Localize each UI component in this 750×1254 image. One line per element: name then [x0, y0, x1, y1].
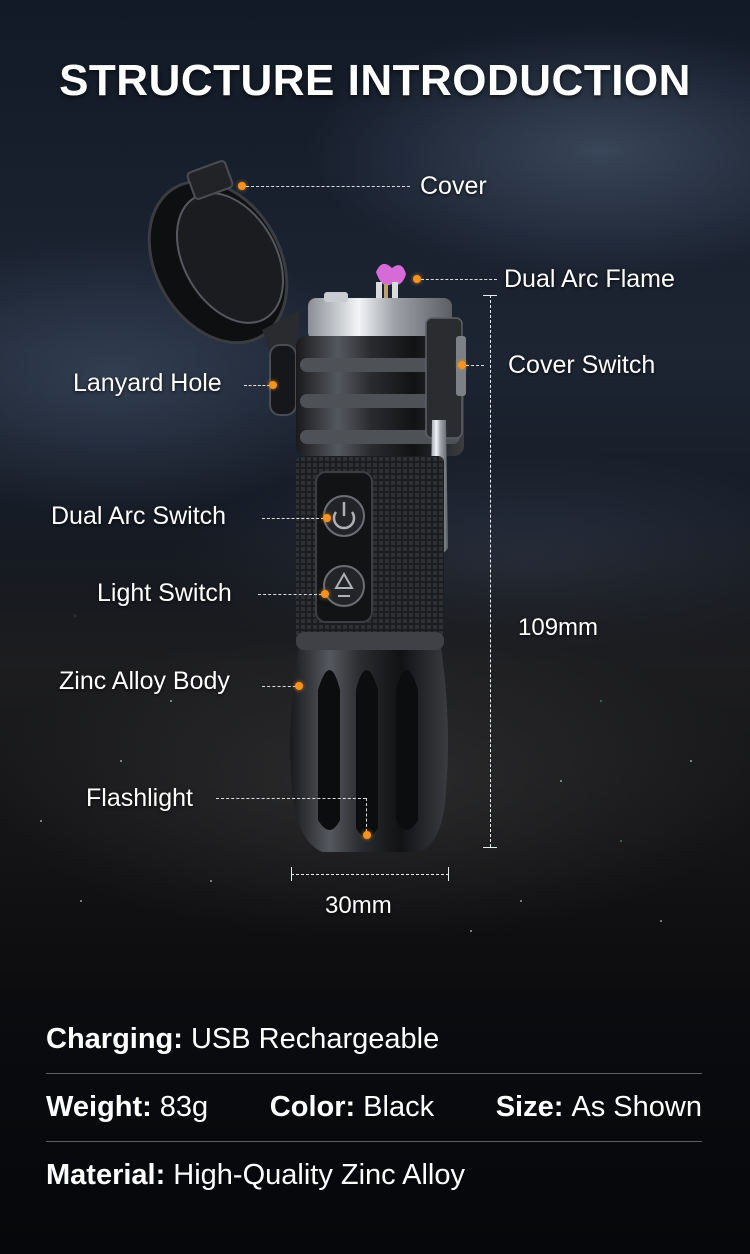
light-switch-label: Light Switch: [97, 579, 232, 607]
lanyard-hook: [269, 344, 297, 416]
width-dim-text: 30mm: [325, 892, 392, 919]
knurled-body: [296, 456, 444, 646]
chrome-head: [308, 263, 452, 340]
color-key: Color:: [269, 1091, 356, 1123]
spec-row-weight-color-size: Weight: 83g Color: Black Size: As Shown: [46, 1073, 702, 1141]
material-key: Material:: [46, 1159, 166, 1191]
cover-switch-dot: [458, 361, 466, 369]
cover-cap: [147, 160, 300, 352]
color-value: Black: [363, 1091, 435, 1123]
light-switch-leader: [258, 594, 322, 595]
width-dim-tick-right: [448, 867, 449, 881]
dual-arc-switch-leader: [262, 518, 324, 519]
charging-value: USB Rechargeable: [190, 1023, 440, 1055]
size-key: Size:: [495, 1091, 564, 1123]
spec-size: Size: As Shown: [496, 1091, 702, 1124]
flashlight-leader: [216, 798, 366, 799]
cover-dot: [238, 182, 246, 190]
lanyard-hole-leader: [244, 385, 270, 386]
cover-label: Cover: [420, 172, 487, 200]
zinc-alloy-body-label: Zinc Alloy Body: [59, 667, 230, 695]
flashlight-dot: [363, 831, 371, 839]
spec-row-charging: Charging: USB Rechargeable: [46, 1006, 702, 1073]
light-switch-dot: [321, 590, 329, 598]
lanyard-hole-label: Lanyard Hole: [73, 369, 222, 397]
cover-leader: [246, 186, 410, 187]
height-dim-line: [490, 295, 491, 847]
zinc-alloy-body-leader: [262, 686, 296, 687]
charging-key: Charging:: [46, 1023, 183, 1055]
lighter-illustration: [147, 160, 466, 852]
zinc-alloy-body-dot: [295, 682, 303, 690]
weight-value: 83g: [159, 1091, 209, 1123]
specs-panel: Charging: USB Rechargeable Weight: 83g C…: [46, 1006, 702, 1209]
spec-color: Color: Black: [270, 1091, 434, 1124]
dual-arc-switch-dot: [323, 514, 331, 522]
spec-weight: Weight: 83g: [46, 1091, 208, 1124]
height-dim-text: 109mm: [518, 614, 599, 641]
cover-switch-leader: [466, 365, 484, 366]
weight-key: Weight:: [46, 1091, 152, 1123]
spec-row-material: Material: High-Quality Zinc Alloy: [46, 1141, 702, 1209]
dual-arc-flame-leader: [421, 279, 497, 280]
cover-switch-label: Cover Switch: [508, 351, 656, 379]
flashlight-label: Flashlight: [86, 784, 193, 812]
flashlight-head: [290, 632, 448, 852]
width-dim-line: [291, 874, 449, 875]
dual-arc-flame-label: Dual Arc Flame: [504, 265, 675, 293]
size-value: As Shown: [571, 1091, 702, 1123]
lanyard-hole-dot: [269, 381, 277, 389]
dual-arc-switch-label: Dual Arc Switch: [51, 502, 227, 530]
flashlight-leader-vertical: [366, 798, 367, 832]
height-dim-tick-bottom: [483, 847, 497, 848]
material-value: High-Quality Zinc Alloy: [173, 1159, 465, 1191]
dual-arc-flame-dot: [413, 275, 421, 283]
page-title: STRUCTURE INTRODUCTION: [59, 56, 691, 105]
ribbed-section: [296, 336, 464, 456]
